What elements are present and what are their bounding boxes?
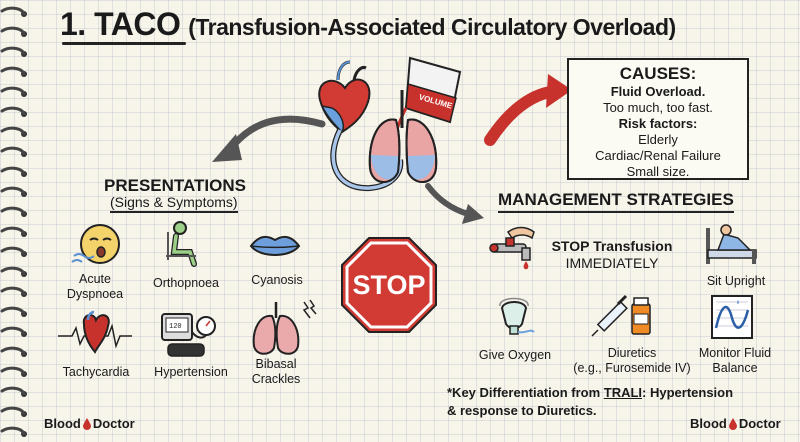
monitor-line-2: Balance — [712, 361, 758, 375]
spiral-ring — [0, 346, 26, 356]
lungs-anatomy-icon — [368, 90, 438, 183]
stop-sign-icon: STOP — [341, 237, 437, 333]
brand-word-blood: Blood — [690, 416, 727, 431]
risk-factors-heading: Risk factors: — [618, 116, 698, 131]
risk-factor: Small size. — [626, 164, 690, 179]
note-prefix: *Key Differentiation from — [447, 385, 604, 400]
spiral-ring — [0, 226, 26, 236]
spiral-ring — [0, 166, 26, 176]
note-line-1: *Key Differentiation from TRALI: Hyperte… — [447, 384, 733, 402]
tap-stop-icon — [489, 226, 535, 270]
monitor-line-1: Monitor Fluid — [698, 346, 772, 360]
presentation-label-cyanosis: Cyanosis — [251, 273, 303, 287]
arrow-to-causes — [484, 74, 572, 146]
key-differentiation-note: *Key Differentiation from TRALI: Hyperte… — [447, 384, 733, 420]
risk-factor: Elderly — [638, 132, 678, 147]
presentation-label-hypertension: Hypertension — [154, 365, 228, 379]
diuretics-line-2: (e.g., Furosemide IV) — [573, 361, 691, 375]
dyspnoea-line-1: Acute — [79, 272, 111, 286]
page-title: 1. TACO (Transfusion-Associated Circulat… — [60, 6, 676, 43]
presentation-label-crackles: Bibasal Crackles — [236, 357, 316, 387]
risk-factor: Cardiac/Renal Failure — [595, 148, 721, 163]
spiral-ring — [0, 6, 26, 16]
notebook-spiral — [0, 6, 27, 437]
syringe-vial-icon — [591, 294, 651, 337]
spiral-ring — [0, 286, 26, 296]
spiral-ring — [0, 246, 26, 256]
spiral-ring — [0, 386, 26, 396]
dyspnoea-face-icon — [71, 224, 120, 264]
presentation-label-dyspnoea: Acute Dyspnoea — [60, 272, 130, 302]
stop-transfusion-text: STOP Transfusion IMMEDIATELY — [548, 238, 676, 272]
blood-drop-icon — [728, 417, 737, 430]
note-line-2: & response to Diuretics. — [447, 403, 597, 418]
sit-upright-label: Sit Upright — [706, 274, 766, 288]
note-suffix: : Hypertension — [642, 385, 734, 400]
presentation-label-orthopnoea: Orthopnoea — [152, 276, 220, 290]
title-number: 1. TACO — [60, 6, 181, 42]
fluid-overload-detail: Too much, too fast. — [603, 100, 713, 115]
spiral-ring — [0, 106, 26, 116]
brand-logo-left: Blood Doctor — [44, 416, 135, 431]
spiral-ring — [0, 86, 26, 96]
svg-text:120: 120 — [169, 323, 182, 331]
spiral-ring — [0, 206, 26, 216]
spiral-ring — [0, 326, 26, 336]
heart-icon — [58, 310, 132, 354]
stop-transfusion-line-1: STOP Transfusion — [551, 238, 673, 254]
dyspnoea-line-2: Dyspnoea — [66, 287, 124, 301]
note-trali: TRALI — [603, 385, 643, 400]
spiral-ring — [0, 26, 26, 36]
fluid-monitor-icon — [711, 295, 753, 339]
title-subtitle: (Transfusion-Associated Circulatory Over… — [188, 14, 676, 40]
spiral-ring — [0, 46, 26, 56]
spiral-ring — [0, 126, 26, 136]
management-heading: MANAGEMENT STRATEGIES — [498, 190, 734, 213]
stop-sign-label: STOP — [352, 270, 425, 300]
crackles-line-1: Bibasal — [255, 357, 297, 371]
blood-drop-icon — [82, 417, 91, 430]
heart-anatomy-icon — [318, 60, 371, 134]
diuretics-label: Diuretics (e.g., Furosemide IV) — [572, 346, 692, 376]
sitting-person-icon — [166, 221, 197, 267]
presentations-heading: PRESENTATIONS — [104, 176, 246, 195]
brand-word-doctor: Doctor — [738, 416, 781, 431]
arrow-to-presentations — [212, 115, 326, 162]
stop-transfusion-line-2: IMMEDIATELY — [565, 255, 659, 271]
spiral-ring — [0, 146, 26, 156]
spiral-ring — [0, 406, 26, 416]
spiral-ring — [0, 66, 26, 76]
oxygen-mask-icon — [499, 297, 535, 335]
causes-heading: CAUSES: — [619, 64, 697, 83]
give-oxygen-label: Give Oxygen — [478, 348, 552, 362]
causes-box: CAUSES: Fluid Overload. Too much, too fa… — [567, 58, 749, 180]
diuretics-line-1: Diuretics — [607, 346, 657, 360]
blue-lips-icon — [249, 235, 301, 256]
fluid-overload-heading: Fluid Overload. — [610, 84, 706, 99]
crackles-line-2: Crackles — [251, 372, 301, 386]
brand-logo-right: Blood Doctor — [690, 416, 781, 431]
spiral-ring — [0, 366, 26, 376]
spiral-ring — [0, 266, 26, 276]
bp-monitor-icon: 120 — [161, 313, 216, 357]
spiral-ring — [0, 426, 26, 436]
presentations-subheading: (Signs & Symptoms) — [110, 194, 238, 213]
monitor-fluid-label: Monitor Fluid Balance — [692, 346, 778, 376]
title-underline — [62, 42, 186, 45]
lungs-icon — [252, 299, 317, 355]
spiral-ring — [0, 306, 26, 316]
brand-word-doctor: Doctor — [92, 416, 135, 431]
bed-patient-icon — [706, 224, 757, 264]
presentation-label-tachycardia: Tachycardia — [62, 365, 130, 379]
heart-lungs-illustration: VOLUME — [318, 56, 462, 192]
spiral-ring — [0, 186, 26, 196]
brand-word-blood: Blood — [44, 416, 81, 431]
blood-bag-icon: VOLUME — [393, 56, 462, 166]
